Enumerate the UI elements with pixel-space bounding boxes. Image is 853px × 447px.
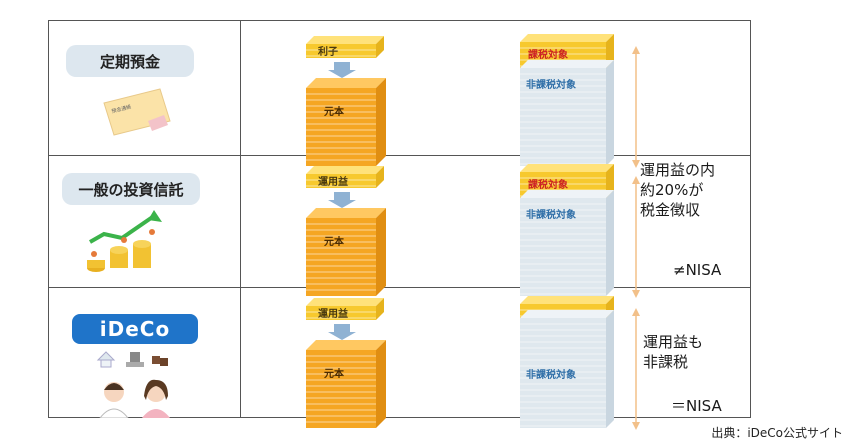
small-block-label: 利子 bbox=[318, 45, 338, 58]
taxable-label: 課税対象 bbox=[528, 178, 568, 191]
taxable-block-top bbox=[520, 34, 614, 42]
small-block-side bbox=[376, 166, 384, 188]
nontaxable-block-side bbox=[606, 310, 614, 428]
principal-block-side bbox=[376, 208, 386, 296]
down-arrow bbox=[328, 62, 356, 78]
small-block bbox=[306, 298, 384, 320]
ideco-logo: iDeCo bbox=[72, 314, 198, 344]
taxable-block-side bbox=[606, 34, 614, 68]
principal-block-label: 元本 bbox=[324, 105, 345, 118]
range-arrow-up bbox=[632, 308, 640, 316]
people-icons bbox=[99, 379, 170, 418]
principal-block bbox=[306, 340, 386, 428]
principal-block-label: 元本 bbox=[324, 235, 345, 248]
small-block-front bbox=[306, 174, 376, 188]
principal-block-side bbox=[376, 78, 386, 166]
nontaxable-label: 非課税対象 bbox=[526, 78, 576, 91]
small-block bbox=[306, 166, 384, 188]
down-arrow bbox=[328, 324, 356, 340]
comparison-table bbox=[48, 20, 751, 418]
range-arrow-down bbox=[632, 290, 640, 298]
nontaxable-label: 非課税対象 bbox=[526, 368, 576, 381]
small-block-side bbox=[376, 298, 384, 320]
nontaxable-block-top bbox=[520, 190, 614, 198]
nisa-not-equal: ≠NISA bbox=[673, 261, 722, 279]
taxable-label: 課税対象 bbox=[528, 48, 568, 61]
bankbook-label: 預金通帳 bbox=[111, 103, 132, 115]
nontaxable-block-front bbox=[520, 68, 606, 166]
source-credit: 出典：iDeCo公式サイト bbox=[711, 426, 843, 440]
note-line: 税金徴収 bbox=[640, 201, 701, 219]
nontaxable-block-side bbox=[606, 190, 614, 296]
small-block bbox=[306, 36, 384, 58]
principal-block-front bbox=[306, 218, 376, 296]
down-arrow bbox=[328, 192, 356, 208]
growth-chart-icon bbox=[87, 210, 162, 272]
small-block-front bbox=[306, 44, 376, 58]
principal-block bbox=[306, 208, 386, 296]
nontaxable-block-top bbox=[520, 310, 614, 318]
note-line: 運用益も bbox=[643, 333, 704, 351]
row-divider bbox=[49, 155, 750, 156]
category-label-mutual-fund: 一般の投資信託 bbox=[62, 173, 200, 205]
small-block-label: 運用益 bbox=[318, 175, 348, 188]
category-label-fixed-deposit: 定期預金 bbox=[66, 45, 194, 77]
range-arrow-up bbox=[632, 176, 640, 184]
taxable-block-side bbox=[606, 164, 614, 198]
nontaxable-block bbox=[520, 310, 614, 428]
bankbook-icon: 預金通帳 bbox=[103, 88, 171, 136]
small-block-front bbox=[306, 306, 376, 320]
nontaxable-block bbox=[520, 190, 614, 296]
small-block-top bbox=[306, 166, 384, 174]
nontaxable-block-top bbox=[520, 60, 614, 68]
note-mutual-fund: 運用益の内 約20%が 税金徴収 bbox=[640, 160, 715, 220]
note-ideco: 運用益も 非課税 bbox=[643, 332, 703, 372]
small-block-top bbox=[306, 36, 384, 44]
nontaxable-block-front bbox=[520, 198, 606, 296]
principal-block-label: 元本 bbox=[324, 367, 345, 380]
range-arrow-up bbox=[632, 46, 640, 54]
principal-block bbox=[306, 78, 386, 166]
small-block-side bbox=[376, 36, 384, 58]
small-block-label: 運用益 bbox=[318, 307, 348, 320]
column-divider bbox=[240, 21, 241, 417]
range-arrow-down bbox=[632, 422, 640, 430]
note-line: 約20%が bbox=[640, 181, 704, 199]
principal-block-side bbox=[376, 340, 386, 428]
principal-block-top bbox=[306, 78, 386, 88]
row-divider bbox=[49, 287, 750, 288]
note-line: 非課税 bbox=[643, 353, 689, 371]
principal-block-top bbox=[306, 208, 386, 218]
nontaxable-block bbox=[520, 60, 614, 166]
asset-icons bbox=[96, 351, 168, 368]
principal-block-top bbox=[306, 340, 386, 350]
nontaxable-label: 非課税対象 bbox=[526, 208, 576, 221]
note-line: 運用益の内 bbox=[640, 161, 716, 179]
principal-block-front bbox=[306, 88, 376, 166]
nisa-equal: ＝NISA bbox=[671, 397, 722, 415]
taxfree-yield-block-top bbox=[520, 296, 614, 304]
principal-block-front bbox=[306, 350, 376, 428]
nontaxable-block-side bbox=[606, 60, 614, 166]
small-block-top bbox=[306, 298, 384, 306]
range-arrow-down bbox=[632, 160, 640, 168]
taxable-block-top bbox=[520, 164, 614, 172]
